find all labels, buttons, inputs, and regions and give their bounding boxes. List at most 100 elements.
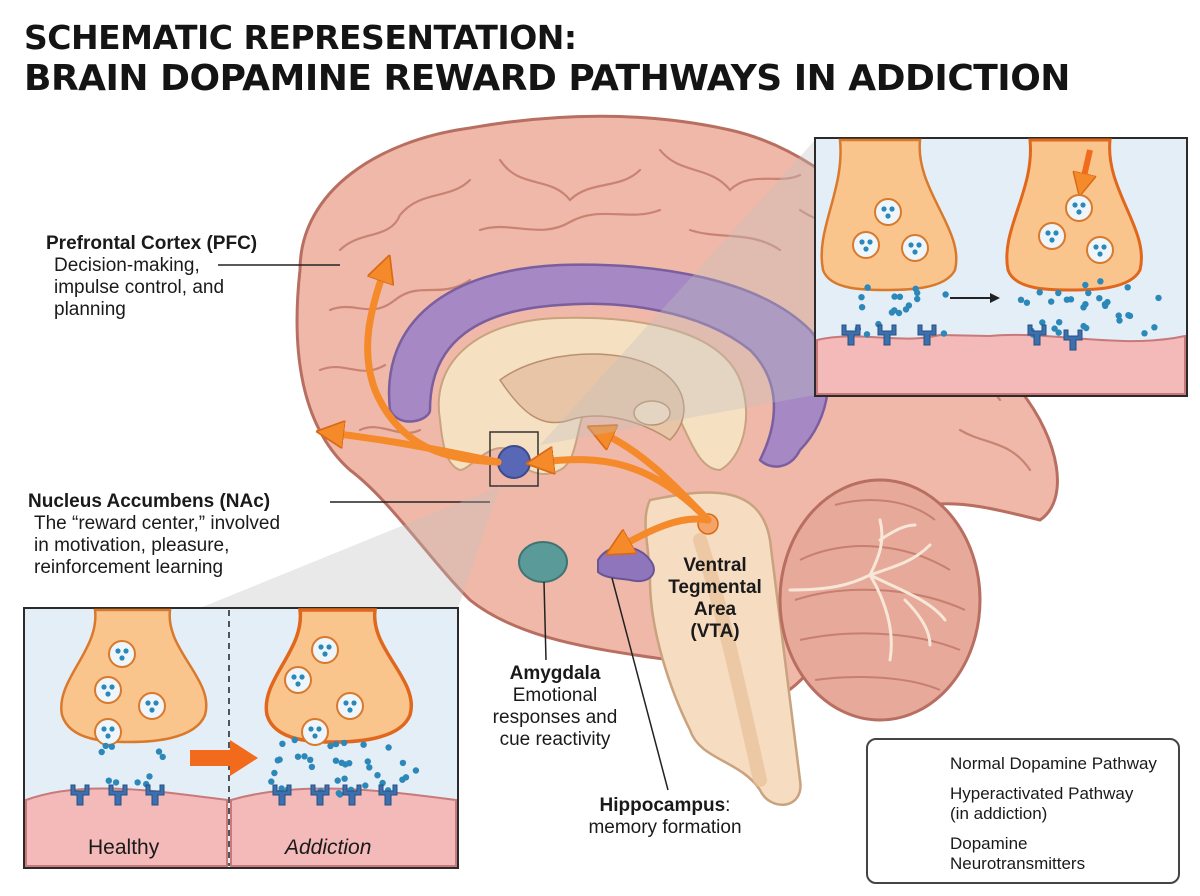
receptor bbox=[272, 784, 292, 806]
dopamine-molecule bbox=[364, 758, 371, 765]
dopamine-molecule bbox=[863, 331, 871, 338]
pfc-name: Prefrontal Cortex (PFC) bbox=[46, 233, 258, 254]
vesicle-dopamine bbox=[149, 707, 155, 713]
title-line-2: BRAIN DOPAMINE REWARD PATHWAYS IN ADDICT… bbox=[24, 58, 1070, 99]
dopamine-molecule bbox=[294, 753, 302, 760]
dopamine-molecule bbox=[1056, 319, 1063, 326]
vesicle-dopamine bbox=[123, 648, 129, 654]
vesicle-dopamine bbox=[109, 684, 115, 690]
synaptic-vesicle bbox=[901, 234, 929, 262]
dopamine-molecule bbox=[902, 306, 910, 313]
receptor bbox=[145, 784, 165, 806]
dopamine-molecule bbox=[374, 772, 381, 779]
dopamine-molecule bbox=[858, 304, 866, 311]
vesicle-dopamine bbox=[109, 726, 115, 732]
vesicle-dopamine bbox=[347, 707, 353, 713]
dopamine-molecule bbox=[1083, 324, 1090, 332]
corpus-callosum bbox=[387, 263, 830, 468]
vesicle-dopamine bbox=[343, 700, 349, 706]
nac-desc: The “reward center,” involved in motivat… bbox=[34, 513, 281, 578]
dopamine-molecule bbox=[146, 773, 153, 780]
receptor bbox=[1027, 324, 1047, 346]
dopamine-molecule bbox=[940, 330, 948, 337]
dopamine-molecule bbox=[366, 764, 373, 771]
dopamine-molecule bbox=[1017, 296, 1025, 303]
nucleus-accumbens bbox=[497, 445, 531, 479]
dopamine-molecule bbox=[1048, 298, 1055, 305]
vesicle-dopamine bbox=[1097, 251, 1103, 257]
addiction-tag: Addiction bbox=[285, 836, 372, 859]
vesicle-dopamine bbox=[1072, 202, 1078, 208]
dopamine-molecule bbox=[1039, 319, 1046, 326]
dopamine-molecule bbox=[1085, 289, 1092, 297]
dopamine-molecule bbox=[279, 740, 286, 747]
synaptic-vesicle bbox=[311, 636, 339, 664]
dopamine-molecule bbox=[864, 284, 871, 291]
vta-label: Ventral Tegmental Area (VTA) bbox=[660, 555, 770, 643]
vesicle-dopamine bbox=[867, 239, 873, 245]
dopamine-molecule bbox=[308, 763, 316, 771]
dopamine-molecule bbox=[108, 743, 116, 750]
hippocampus-name: Hippocampus bbox=[599, 795, 726, 816]
vta-name: Ventral Tegmental Area (VTA) bbox=[668, 555, 762, 642]
dopamine-molecule bbox=[278, 785, 285, 792]
dopamine-molecule bbox=[268, 778, 275, 785]
vesicle-dopamine bbox=[1080, 202, 1086, 208]
dopamine-molecule bbox=[1055, 329, 1062, 336]
dopamine-molecule bbox=[360, 741, 367, 748]
vesicle-dopamine bbox=[119, 655, 125, 661]
dopamine-molecule bbox=[134, 779, 141, 786]
synaptic-vesicle bbox=[301, 718, 329, 746]
vesicle-dopamine bbox=[105, 733, 111, 739]
receptor bbox=[310, 784, 330, 806]
vesicle-dopamine bbox=[308, 726, 314, 732]
vesicle-dopamine bbox=[105, 691, 111, 697]
vesicle-dopamine bbox=[885, 213, 891, 219]
dopamine-molecule bbox=[1036, 289, 1043, 296]
dopamine-molecule bbox=[1124, 284, 1131, 291]
vesicle-dopamine bbox=[916, 242, 922, 248]
amygdala-desc: Emotional responses and cue reactivity bbox=[492, 685, 618, 750]
hippocampus-label: Hippocampus: memory formation bbox=[565, 795, 765, 839]
nac-name: Nucleus Accumbens (NAc) bbox=[28, 491, 271, 512]
dopamine-molecule bbox=[896, 293, 904, 300]
synaptic-vesicle bbox=[1065, 194, 1093, 222]
dopamine-molecule bbox=[1116, 317, 1123, 324]
dopamine-molecule bbox=[1096, 295, 1103, 302]
dopamine-molecule bbox=[891, 293, 898, 300]
dopamine-molecule bbox=[291, 736, 298, 744]
vesicle-dopamine bbox=[326, 644, 332, 650]
hippocampus-desc: memory formation bbox=[588, 817, 742, 838]
leader-lines bbox=[218, 264, 669, 791]
dopamine-molecule bbox=[1141, 330, 1148, 337]
vesicle-dopamine bbox=[145, 700, 151, 706]
dopamine-molecule bbox=[274, 757, 281, 764]
vesicle-dopamine bbox=[115, 648, 121, 654]
vesicle-dopamine bbox=[295, 681, 301, 687]
dopamine-molecule bbox=[399, 759, 407, 767]
title-line-1: SCHEMATIC REPRESENTATION: bbox=[24, 18, 577, 57]
receptor bbox=[108, 784, 128, 806]
dopamine-molecule bbox=[1102, 302, 1109, 309]
dopamine-molecule bbox=[102, 742, 109, 750]
dopamine-molecule bbox=[332, 757, 340, 764]
dopamine-molecule bbox=[112, 779, 120, 786]
dopamine-molecule bbox=[98, 748, 105, 756]
synaptic-vesicle bbox=[284, 666, 312, 694]
synaptic-vesicle bbox=[1086, 236, 1114, 264]
dopamine-molecule bbox=[342, 761, 349, 768]
dopamine-molecule bbox=[858, 294, 865, 301]
vesicle-dopamine bbox=[1045, 230, 1051, 236]
vesicle-dopamine bbox=[1076, 209, 1082, 215]
receptor bbox=[917, 324, 937, 346]
vesicle-dopamine bbox=[1101, 244, 1107, 250]
dopamine-molecule bbox=[1055, 289, 1062, 297]
dopamine-molecule bbox=[334, 777, 341, 784]
dopamine-molecule bbox=[336, 791, 344, 798]
dopamine-molecule bbox=[1097, 278, 1104, 285]
receptor bbox=[1063, 329, 1083, 351]
vesicle-dopamine bbox=[863, 246, 869, 252]
dopamine-molecule bbox=[301, 753, 308, 760]
dopamine-molecule bbox=[914, 295, 921, 303]
